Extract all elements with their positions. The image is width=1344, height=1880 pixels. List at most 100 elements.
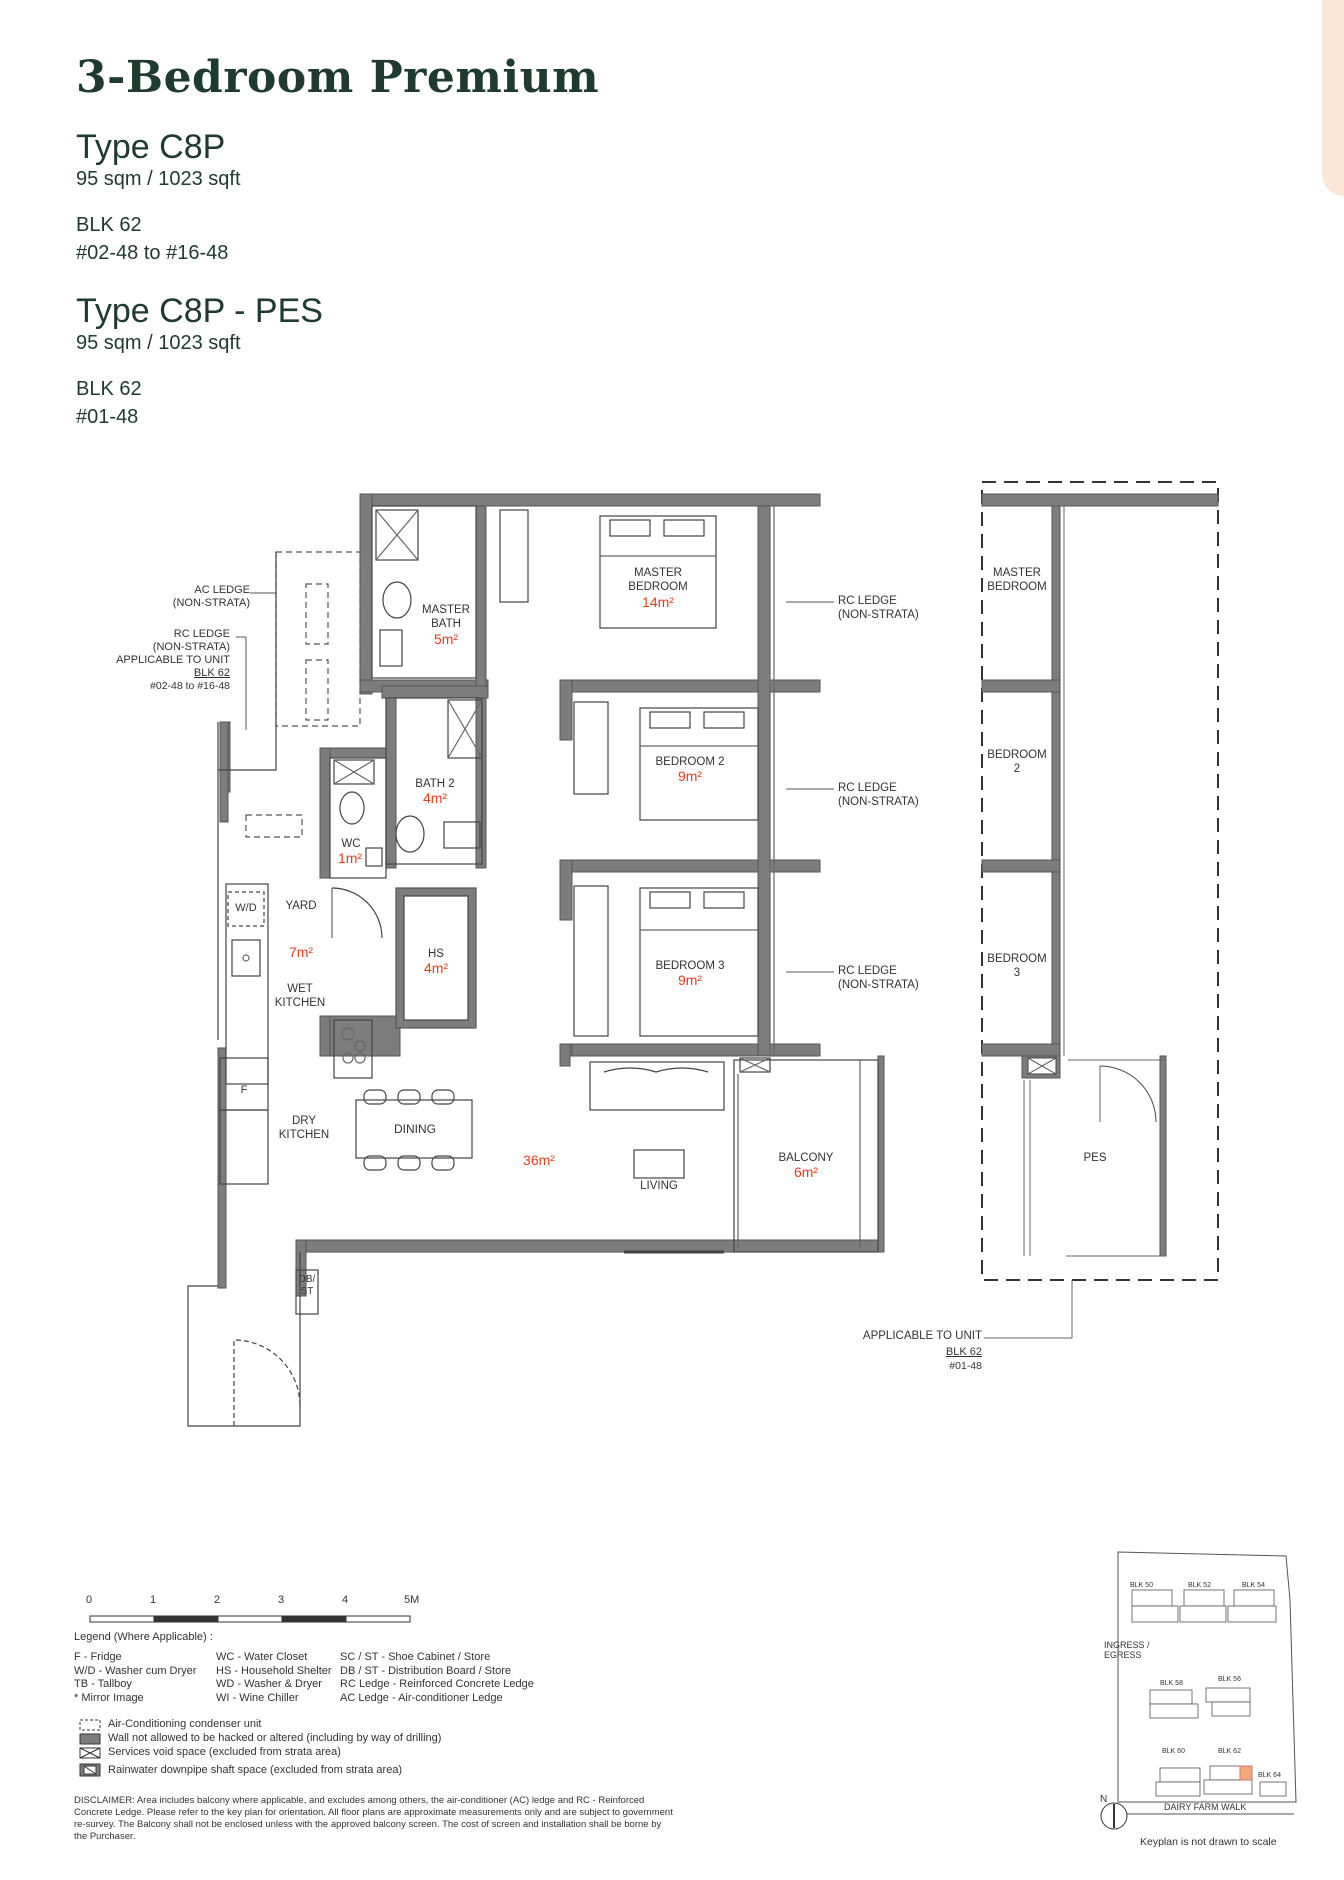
legend-item: HS - Household Shelter [216,1664,332,1677]
scale-tick-1: 1 [150,1594,157,1606]
bath2-label: BATH 2 [415,778,455,790]
unit-type-units-2: #01-48 [76,406,139,428]
legend-item: TB - Tallboy [74,1678,132,1690]
wc-area: 1m² [337,850,363,866]
wet-kitchen-label: WET KITCHEN [274,983,326,1009]
rc-ledge-left-units: #02-48 to #16-48 [150,680,230,692]
fridge-label: F [240,1084,248,1096]
keyplan-blk56: BLK 56 [1218,1676,1241,1683]
legend-symbols [79,1719,101,1777]
master-bath-area: 5m² [433,631,459,647]
pes-bedroom2-label: BEDROOM 2 [987,749,1047,775]
bedroom2-label: BEDROOM 2 [655,756,725,768]
disclaimer: DISCLAIMER: Area includes balcony where … [74,1795,673,1842]
keyplan-blk54: BLK 54 [1242,1582,1265,1589]
master-bath-basin [379,629,403,667]
legend-item: WC - Water Closet [216,1651,308,1663]
bedroom3-area: 9m² [677,972,703,988]
unit-type-size-1: 95 sqm / 1023 sqft [76,168,241,190]
pes-applicable-label: APPLICABLE TO UNIT [862,1330,982,1342]
legend-item: F - Fridge [74,1651,122,1663]
balcony-area: 6m² [793,1164,819,1180]
yard-label: YARD [285,900,317,912]
legend-item: AC Ledge - Air-conditioner Ledge [340,1691,503,1704]
legend-title: Legend (Where Applicable) : [74,1631,213,1643]
keyplan-road: DAIRY FARM WALK [1164,1802,1247,1812]
bedroom2-area: 9m² [677,768,703,784]
pes-applicable-blk: BLK 62 [945,1346,982,1358]
legend-item: DB / ST - Distribution Board / Store [340,1664,511,1677]
corner-tab-decoration [1322,0,1344,196]
unit-type-block-2: BLK 62 [76,378,142,400]
ac-ledge-callout: AC LEDGE (NON-STRATA) [172,584,250,609]
rc-ledge-callout-1: RC LEDGE (NON-STRATA) [838,595,919,621]
bedroom3-label: BEDROOM 3 [655,960,725,972]
dry-kitchen-label: DRY KITCHEN [278,1115,330,1141]
legend-item: SC / ST - Shoe Cabinet / Store [340,1651,491,1663]
master-bed [599,515,717,629]
keyplan [1100,1551,1297,1830]
rc-ledge-callout-3: RC LEDGE (NON-STRATA) [838,965,919,991]
scale-tick-5: 5M [404,1594,420,1606]
legend-col2: WC - Water Closet HS - Household Shelter… [216,1651,332,1705]
rc-ledge-callout-2: RC LEDGE (NON-STRATA) [838,782,919,808]
dbst-box [295,1269,319,1315]
hs-area: 4m² [423,960,449,976]
dining-table [355,1099,473,1159]
coffee-table [633,1149,685,1179]
wc-toilet [339,791,365,825]
bath2-toilet [395,815,425,853]
keyplan-blk50: BLK 50 [1130,1582,1153,1589]
wardrobe-master [499,509,529,603]
shower-box [375,509,419,561]
legend-item: W/D - Washer cum Dryer [74,1664,197,1677]
ac-ledge [275,551,361,727]
pes-applicable-unit: #01-48 [949,1360,982,1372]
balcony-outline [733,1059,879,1253]
unit-type-units-1: #02-48 to #16-48 [76,242,229,264]
page-heading: 3-Bedroom Premium [76,52,600,103]
keyplan-blk52: BLK 52 [1188,1582,1211,1589]
pes-bedroom3-label: BEDROOM 3 [987,953,1047,979]
keyplan-blk62: BLK 62 [1218,1748,1241,1755]
scale-bar [89,1615,411,1623]
balcony-label: BALCONY [778,1152,834,1164]
keyplan-north-label: N [1100,1794,1108,1805]
wd-box [227,891,265,927]
legend-item: * Mirror Image [74,1691,144,1704]
legend-ac-symbol [79,1719,101,1731]
rc-ledge-left-callout: RC LEDGE (NON-STRATA) APPLICABLE TO UNIT [116,628,230,666]
yard-area: 7m² [288,944,314,960]
unit-type-block-1: BLK 62 [76,214,142,236]
legend-item: WI - Wine Chiller [216,1691,299,1704]
legend-symbol-rainwater: Rainwater downpipe shaft space (excluded… [108,1764,403,1776]
bath2-basin [443,821,481,849]
keyplan-highlight-unit [1239,1765,1253,1781]
rc-ledge-left-blk: BLK 62 [193,667,230,679]
pes-label: PES [1083,1152,1107,1164]
pes-master-bedroom-label: MASTER BEDROOM [987,567,1047,593]
wet-kitchen-hob [333,1019,373,1079]
scale-tick-4: 4 [342,1594,349,1606]
legend-item: RC Ledge - Reinforced Concrete Ledge [340,1678,534,1690]
scale-tick-0: 0 [86,1594,93,1606]
living-label: LIVING [640,1180,678,1192]
keyplan-blk60: BLK 60 [1162,1748,1185,1755]
legend-col3: SC / ST - Shoe Cabinet / Store DB / ST -… [340,1651,534,1705]
legend-wall-symbol [79,1733,101,1745]
wd-label: W/D [235,902,257,914]
legend-symbol-wall: Wall not allowed to be hacked or altered… [108,1732,442,1744]
bath2-area: 4m² [422,790,448,806]
legend-item: WD - Washer & Dryer [216,1678,322,1690]
sofa [589,1061,725,1111]
keyplan-ingress: INGRESS / EGRESS [1104,1640,1150,1660]
bedroom3-bed [639,887,759,1037]
scale-tick-2: 2 [214,1594,221,1606]
master-bath-label: MASTER BATH [422,604,470,630]
legend-symbol-ac: Air-Conditioning condenser unit [108,1718,262,1730]
keyplan-blk64: BLK 64 [1258,1772,1281,1779]
wardrobe-bedroom3 [573,885,609,1037]
scale-tick-3: 3 [278,1594,285,1606]
